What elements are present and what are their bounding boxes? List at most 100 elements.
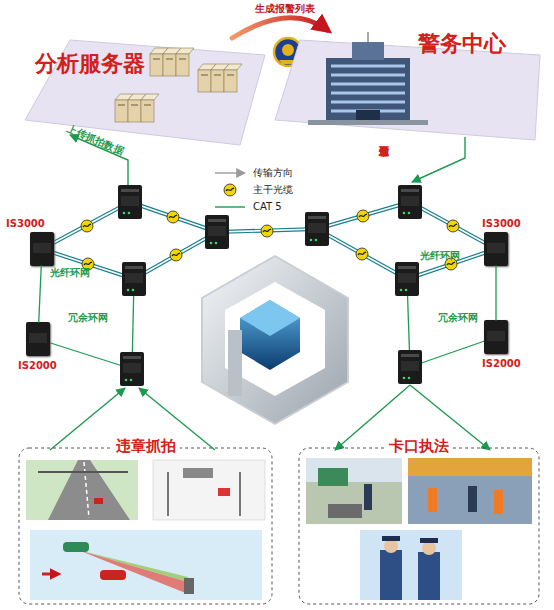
switch xyxy=(122,262,146,296)
server-slot xyxy=(214,75,221,76)
building-window xyxy=(331,65,405,68)
legend-text: CAT 5 xyxy=(253,201,282,212)
switch xyxy=(120,352,144,386)
device-label: IS2000 xyxy=(18,360,57,371)
radar-scene xyxy=(30,530,262,600)
cat5-link xyxy=(495,266,496,320)
cable-symbol xyxy=(167,211,179,223)
switch-ports xyxy=(487,243,505,253)
switch xyxy=(398,185,422,219)
server-box xyxy=(176,54,189,76)
server-box xyxy=(141,100,154,122)
logo-cube xyxy=(240,300,300,370)
radar-beam xyxy=(78,550,188,582)
ring-label: 冗余环网 xyxy=(438,312,478,323)
server-top xyxy=(141,94,159,100)
road xyxy=(48,460,130,520)
server-box xyxy=(198,70,211,92)
direction-arrow xyxy=(42,573,58,576)
server-box xyxy=(211,70,224,92)
server-slot xyxy=(144,105,151,106)
server-box xyxy=(224,70,237,92)
logo xyxy=(202,256,348,424)
radar-device xyxy=(184,578,194,594)
checkpoint-photo xyxy=(306,458,402,524)
capture-box: 违章抓拍 xyxy=(18,432,273,606)
toll-roof xyxy=(408,458,532,476)
cable-symbol xyxy=(356,248,368,260)
device-diagram xyxy=(153,460,265,520)
server-slot xyxy=(201,75,208,76)
officer xyxy=(428,488,437,512)
device-label: IS3000 xyxy=(6,218,45,229)
emblem-center xyxy=(282,44,294,56)
logo-cube-top xyxy=(240,300,300,336)
dashed-frame xyxy=(299,448,539,604)
officer-cap xyxy=(382,536,400,541)
node-shape xyxy=(298,432,540,606)
server-slot xyxy=(227,75,234,76)
checkpoint-box: 卡口执法 xyxy=(298,432,540,606)
server-top xyxy=(224,64,242,70)
officer-head xyxy=(422,541,436,555)
edge-label: 生成报警列表 xyxy=(255,3,315,14)
server-slot xyxy=(153,59,160,60)
node-heading: 卡口执法 xyxy=(385,438,453,455)
switch-ports xyxy=(33,243,51,253)
legend-cable xyxy=(224,184,236,196)
ring-label: 冗余环网 xyxy=(68,312,108,323)
legend-sample xyxy=(213,183,247,197)
node-heading: 分析服务器 xyxy=(35,52,145,76)
device-label: IS2000 xyxy=(482,358,521,369)
lane-mark xyxy=(84,462,89,518)
server-box xyxy=(128,100,141,122)
server-box xyxy=(150,54,163,76)
billboard xyxy=(318,468,348,486)
officer xyxy=(468,486,477,512)
flow-arrows xyxy=(50,135,490,450)
server-box xyxy=(163,54,176,76)
node-heading: 违章抓拍 xyxy=(112,438,180,455)
device-box xyxy=(183,468,213,478)
building-window xyxy=(331,83,405,86)
switch-node: IS2000 xyxy=(26,322,50,356)
radar-beam xyxy=(78,550,188,594)
building-window xyxy=(331,101,405,104)
device-label: IS3000 xyxy=(482,218,521,229)
road-photo xyxy=(26,460,138,520)
pole xyxy=(167,472,169,516)
server-box xyxy=(115,100,128,122)
server-slot xyxy=(166,59,173,60)
alarm-flow-arc xyxy=(232,18,327,38)
switch xyxy=(395,262,419,296)
officer xyxy=(380,550,402,600)
cable-symbol xyxy=(261,225,273,237)
officer-cap xyxy=(420,538,438,543)
officers-photo xyxy=(360,530,462,600)
cable-symbol xyxy=(81,220,93,232)
server-panel xyxy=(25,40,265,145)
building-window xyxy=(331,92,405,95)
car xyxy=(63,542,89,552)
switch xyxy=(305,212,329,246)
legend-text: 主干光缆 xyxy=(253,184,293,195)
logo-inner xyxy=(225,282,325,396)
server-panel: 分析服务器 xyxy=(18,38,266,150)
switch xyxy=(118,185,142,219)
device-light xyxy=(218,488,230,496)
switch xyxy=(398,350,422,384)
officer-head xyxy=(384,539,398,553)
cat5-link xyxy=(39,266,41,322)
vehicle xyxy=(328,504,362,518)
cable-symbol xyxy=(357,210,369,222)
cable-symbol xyxy=(170,249,182,261)
switch-ports xyxy=(487,331,505,341)
server-slot xyxy=(118,105,125,106)
server-slot xyxy=(179,59,186,60)
switch-node: IS3000 xyxy=(484,232,508,266)
cable-symbol xyxy=(447,220,459,232)
police-center-panel: 警务中心 xyxy=(268,30,540,145)
officer xyxy=(418,552,440,600)
pole xyxy=(239,472,241,516)
